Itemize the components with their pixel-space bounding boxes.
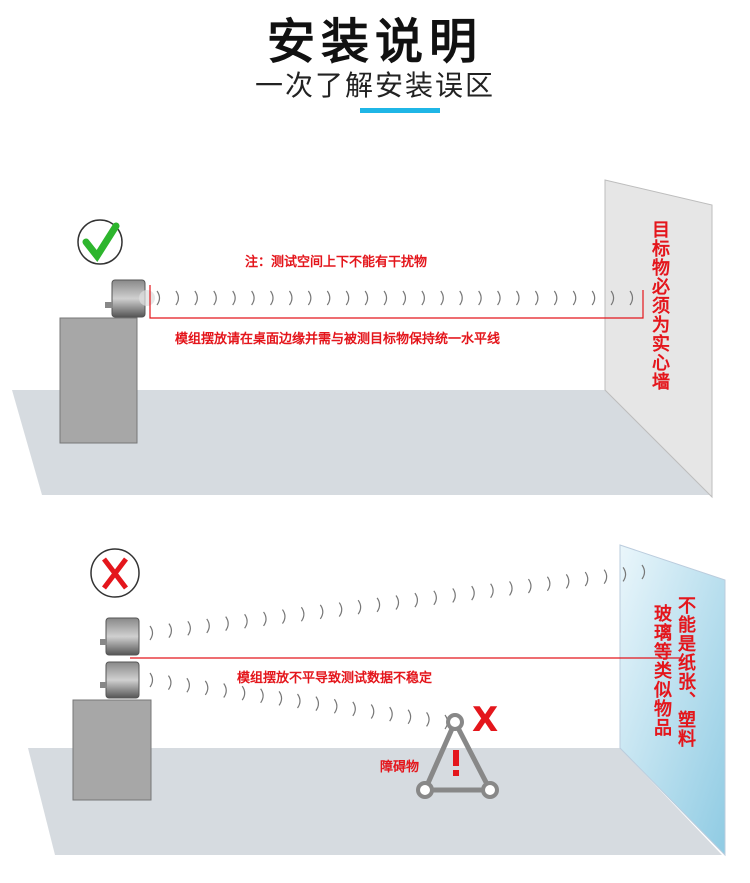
signal-arc xyxy=(288,290,293,306)
check-icon xyxy=(77,219,123,265)
signal-arc xyxy=(414,592,419,608)
note-unstable: 模组摆放不平导致测试数据不稳定 xyxy=(237,671,433,686)
signal-arc xyxy=(629,290,634,306)
signal-arc xyxy=(565,574,570,589)
signal-arc xyxy=(186,677,190,693)
signal-arc xyxy=(241,685,246,701)
signal-arc xyxy=(641,564,646,580)
signal-arc xyxy=(204,680,209,696)
signal-arc xyxy=(281,609,286,624)
signal-arc xyxy=(370,704,375,719)
signal-arc xyxy=(478,290,482,306)
table-box xyxy=(59,317,138,444)
signal-waves xyxy=(156,290,634,306)
signal-arc xyxy=(307,290,312,306)
x-icon xyxy=(90,548,140,598)
signal-arc xyxy=(383,290,388,306)
page-subtitle: 一次了解安装误区 xyxy=(254,69,495,102)
signal-arc xyxy=(572,290,577,306)
signal-arc xyxy=(149,625,154,641)
signal-arc xyxy=(175,290,180,306)
sensor-module xyxy=(105,279,155,318)
signal-arc xyxy=(194,290,198,306)
signal-arc xyxy=(297,693,301,709)
note-no-obstruction: 注：测试空间上下不能有干扰物 xyxy=(245,255,428,270)
table-box xyxy=(72,699,152,801)
wall-label-1: 不能是纸张、塑料 xyxy=(675,596,696,748)
signal-arc xyxy=(345,290,350,306)
signal-arc xyxy=(376,597,381,613)
signal-arc xyxy=(603,569,608,585)
signal-arc xyxy=(315,696,320,711)
signal-arc xyxy=(300,606,305,622)
wall-label-2: 玻璃等类似物品 xyxy=(651,604,672,737)
signal-arc xyxy=(610,290,615,306)
signal-arc xyxy=(591,290,596,306)
signal-arc xyxy=(278,691,283,706)
signal-arc xyxy=(471,585,475,601)
obstacle-icon xyxy=(416,713,499,799)
signal-arc xyxy=(223,683,227,698)
floor xyxy=(28,748,722,855)
signal-arc xyxy=(527,578,532,594)
signal-arc xyxy=(206,618,210,634)
signal-arc xyxy=(263,611,267,627)
signal-arc xyxy=(402,290,407,306)
signal-arc xyxy=(553,290,558,306)
signal-arc xyxy=(167,675,172,690)
signal-arc xyxy=(232,290,236,306)
signal-arc xyxy=(421,290,425,306)
signal-waves xyxy=(149,564,646,641)
note-level-alignment: 模组摆放请在桌面边缘并需与被测目标物保持统一水平线 xyxy=(175,332,501,347)
signal-arc xyxy=(534,290,539,306)
signal-arc xyxy=(187,620,191,636)
solid-wall xyxy=(604,179,713,499)
page-title: 安装说明 xyxy=(266,14,483,70)
glass-wall xyxy=(619,544,726,857)
signal-arc xyxy=(213,290,217,306)
sensor-module xyxy=(100,661,140,699)
signal-arc xyxy=(440,290,444,306)
accent-divider xyxy=(360,108,440,113)
floor xyxy=(12,390,710,495)
signal-arc xyxy=(452,588,456,603)
obstacle-x-mark: X xyxy=(472,700,499,740)
signal-arc xyxy=(407,709,412,725)
signal-arc xyxy=(352,701,356,717)
signal-arc xyxy=(546,576,551,592)
sensor-module-tilted xyxy=(100,617,140,656)
signal-arc xyxy=(395,595,400,610)
signal-arc xyxy=(389,706,393,722)
signal-arc xyxy=(622,566,627,582)
signal-arc xyxy=(168,623,173,639)
signal-arc xyxy=(426,712,430,727)
signal-arc xyxy=(497,290,501,306)
signal-arc xyxy=(156,290,161,306)
signal-arc xyxy=(584,571,589,587)
signal-arc xyxy=(270,290,274,306)
signal-arc xyxy=(149,672,154,688)
signal-arc xyxy=(459,290,463,306)
signal-arc xyxy=(244,613,248,629)
signal-arc xyxy=(260,688,264,704)
signal-arc xyxy=(319,604,324,620)
signal-arc xyxy=(490,583,494,599)
signal-arc xyxy=(433,590,437,606)
signal-arc xyxy=(326,290,331,306)
signal-arc xyxy=(509,581,513,596)
signal-arc xyxy=(338,602,343,617)
signal-arc xyxy=(225,616,229,631)
level-guide-line xyxy=(149,285,644,319)
signal-arc xyxy=(357,599,362,615)
obstacle-label: 障碍物 xyxy=(380,760,420,775)
signal-arc xyxy=(515,290,520,306)
signal-arc xyxy=(251,290,255,306)
wall-label: 目标物必须为实心墙 xyxy=(649,220,670,391)
signal-arc xyxy=(364,290,369,306)
signal-arc xyxy=(333,698,338,714)
